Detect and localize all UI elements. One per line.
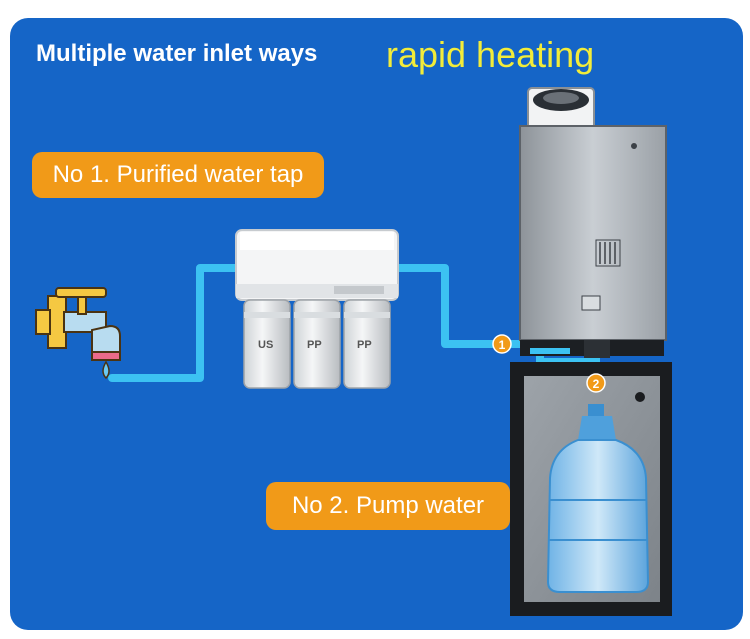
inlet-marker-2: 2 [586,373,606,393]
purified-water-label: No 1. Purified water tap [32,152,324,198]
title-highlight: rapid heating [386,34,595,75]
filter-label-pp-1: PP [307,339,322,351]
vent-grille [595,239,621,267]
title: Multiple water inlet ways [36,40,318,67]
filter-cartridge-pp-1: PP [293,299,341,389]
filter-cartridge-pp-2: PP [343,299,391,389]
water-bottle [546,404,650,593]
filter-label-us: US [258,339,273,351]
filter-label-pp-2: PP [357,339,372,351]
inlet-marker-1: 1 [492,334,512,354]
water-heater [519,87,667,358]
marker-2-label: 2 [593,377,600,391]
pump-water-label: No 2. Pump water [266,482,510,530]
filter-cartridge-us: US [243,299,291,389]
water-tap-icon [35,287,121,380]
water-filter-unit: US PP PP [235,229,399,389]
marker-1-label: 1 [499,338,506,352]
